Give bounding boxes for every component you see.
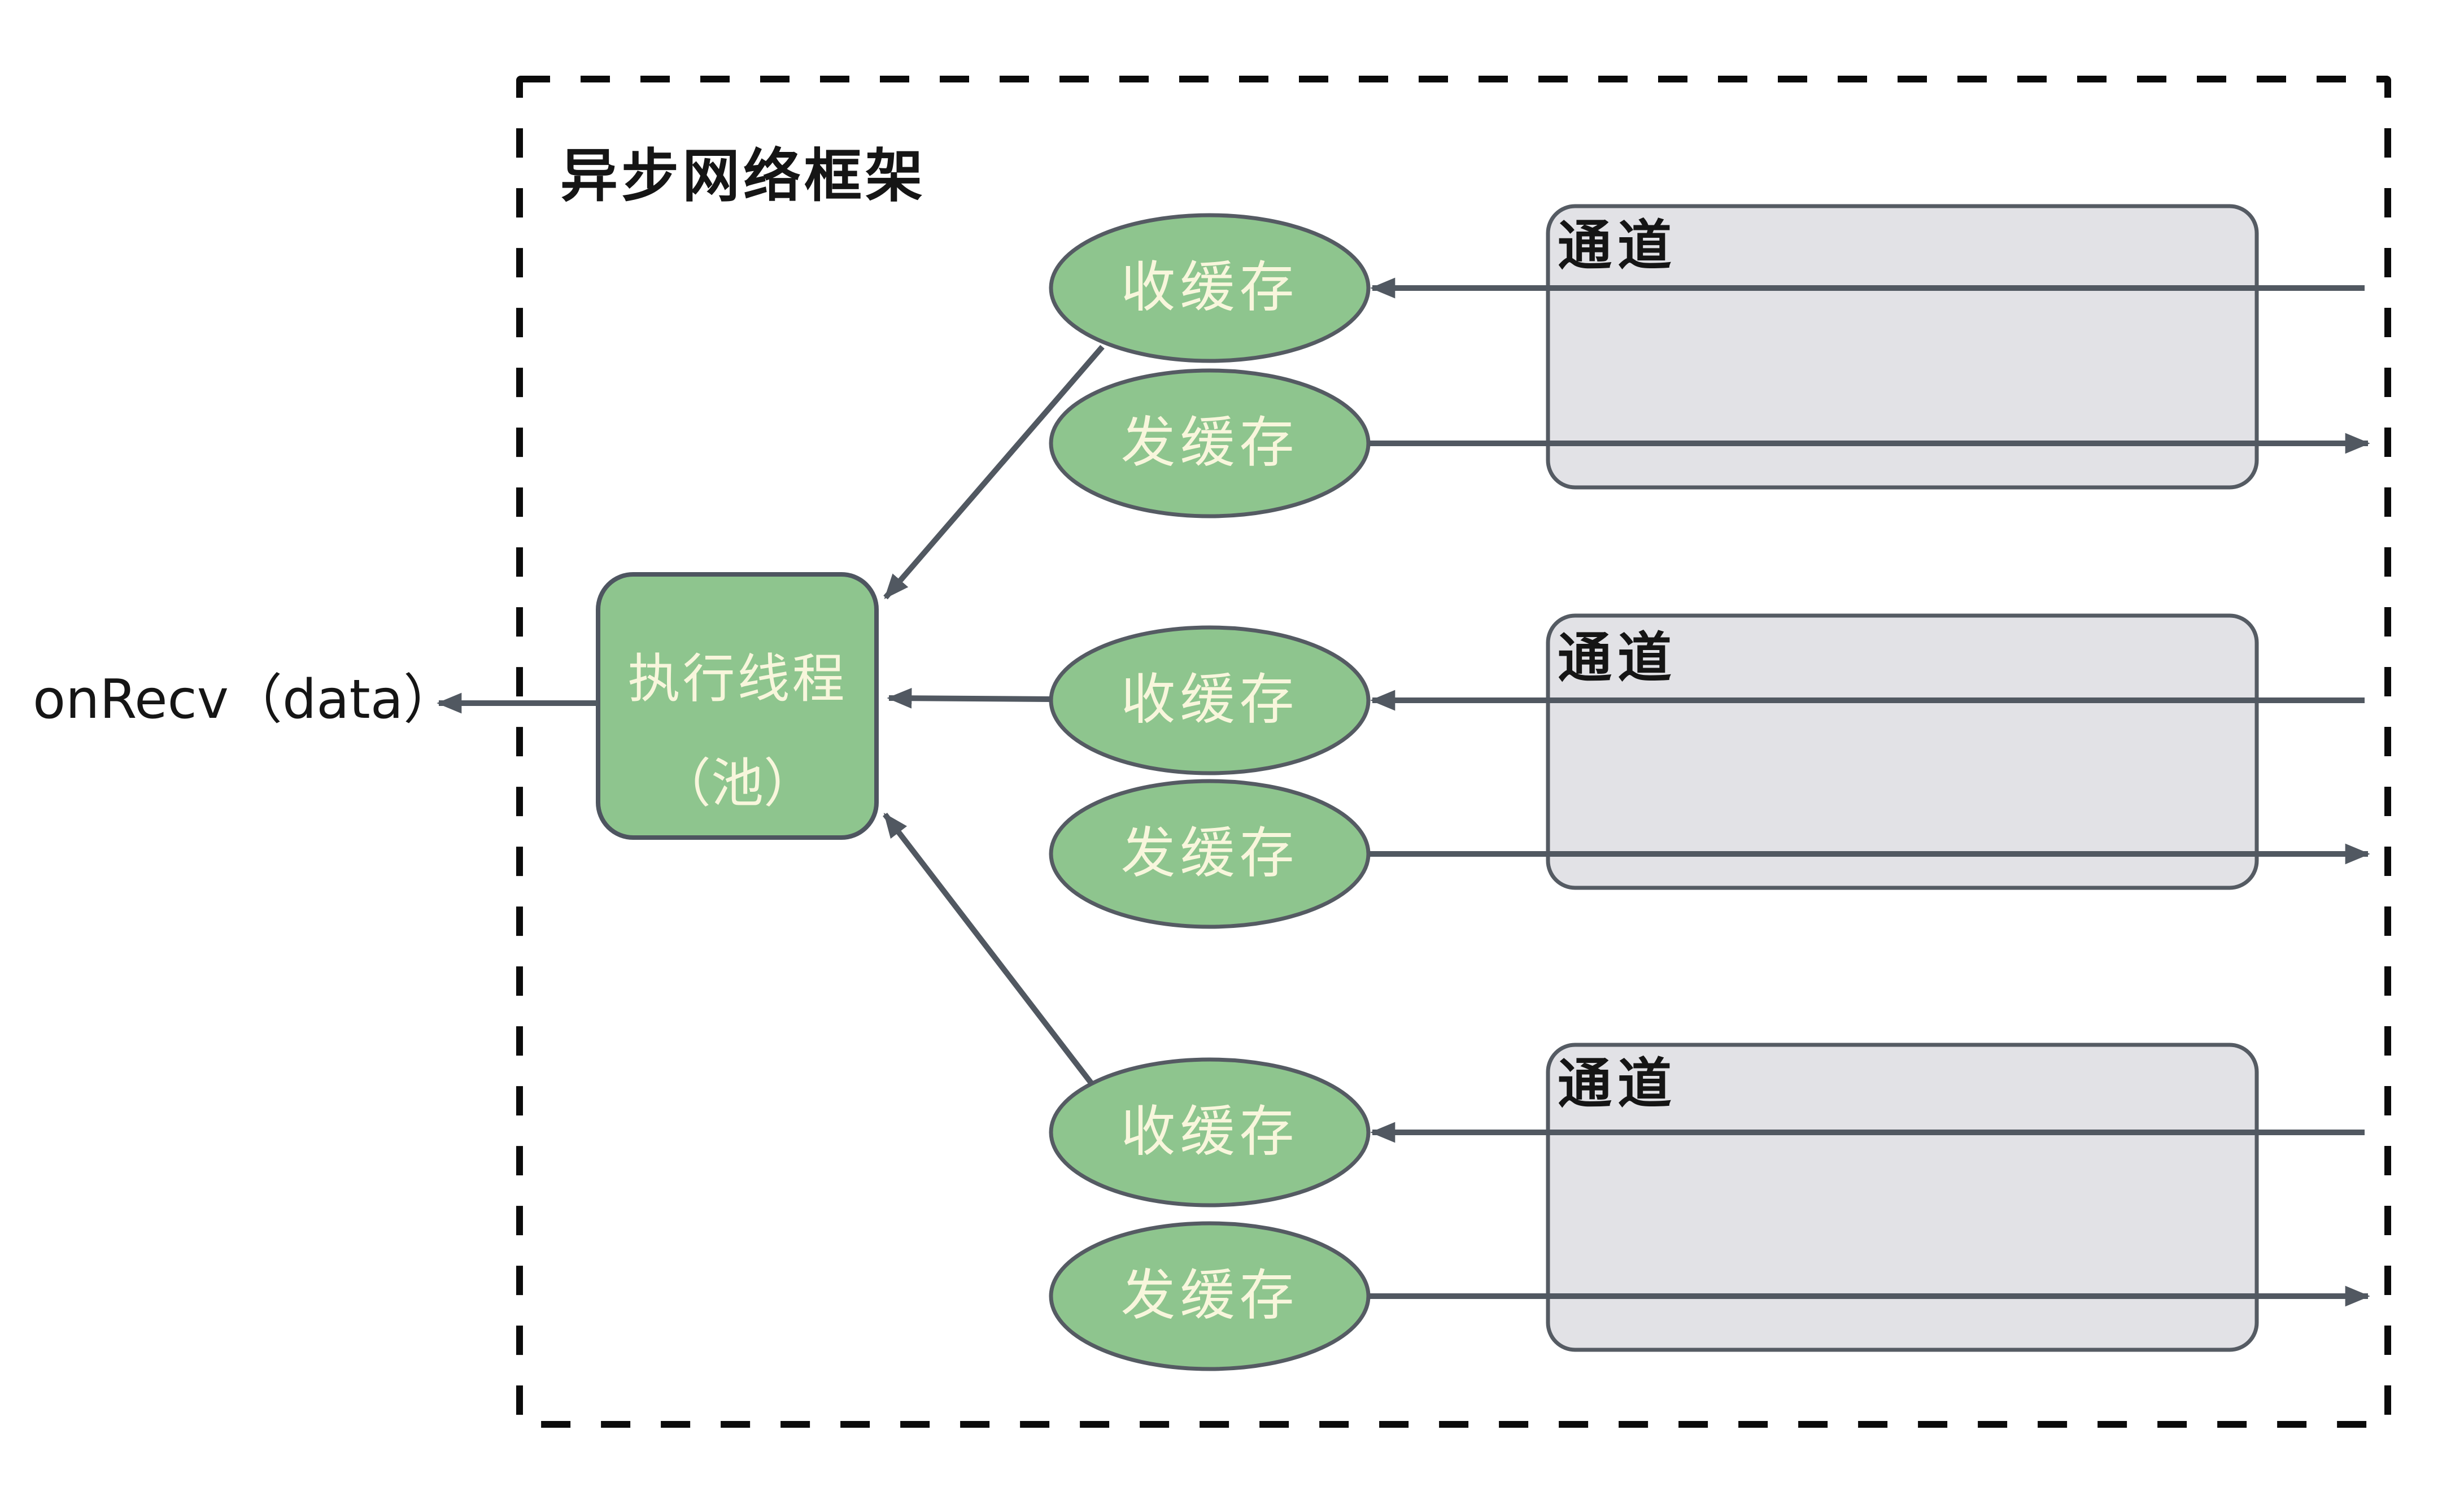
channel-label-2: 通道 [1558,626,1677,690]
thread-pool-subtitle: （池） [658,753,816,814]
recv-buffer-label-1: 收缓存 [1120,255,1299,319]
send-buffer-ellipse-1 [1049,368,1371,518]
async-framework-frame [516,76,2391,1428]
recv-buffer-label-3: 收缓存 [1120,1100,1299,1163]
send-buffer-label-1: 发缓存 [1120,411,1299,474]
thread-pool-title: 执行线程 [627,648,847,709]
recv-buffer-ellipse-1 [1049,213,1371,363]
recv1-to-pool-arrow [883,345,1105,600]
recv-buffer-label-2: 收缓存 [1120,668,1299,731]
recv-buffer-ellipse-2 [1049,625,1371,775]
send-buffer-ellipse-3 [1049,1221,1371,1371]
send-buffer-ellipse-2 [1049,779,1371,929]
recv2-to-pool-arrow [887,687,1052,709]
frame-title: 异步网络框架 [560,143,926,210]
channel-box-3 [1546,1043,2259,1352]
send-buffer-label-3: 发缓存 [1120,1263,1299,1327]
recv-buffer-ellipse-3 [1049,1057,1371,1207]
channel-label-1: 通道 [1558,214,1677,277]
channel-label-3: 通道 [1558,1052,1677,1115]
channel-box-2 [1546,613,2259,890]
callback-label: onRecv（data） [33,669,457,731]
recv3-to-pool-arrow [883,812,1094,1087]
send-buffer-label-2: 发缓存 [1120,821,1299,885]
channel-box-1 [1546,204,2259,490]
